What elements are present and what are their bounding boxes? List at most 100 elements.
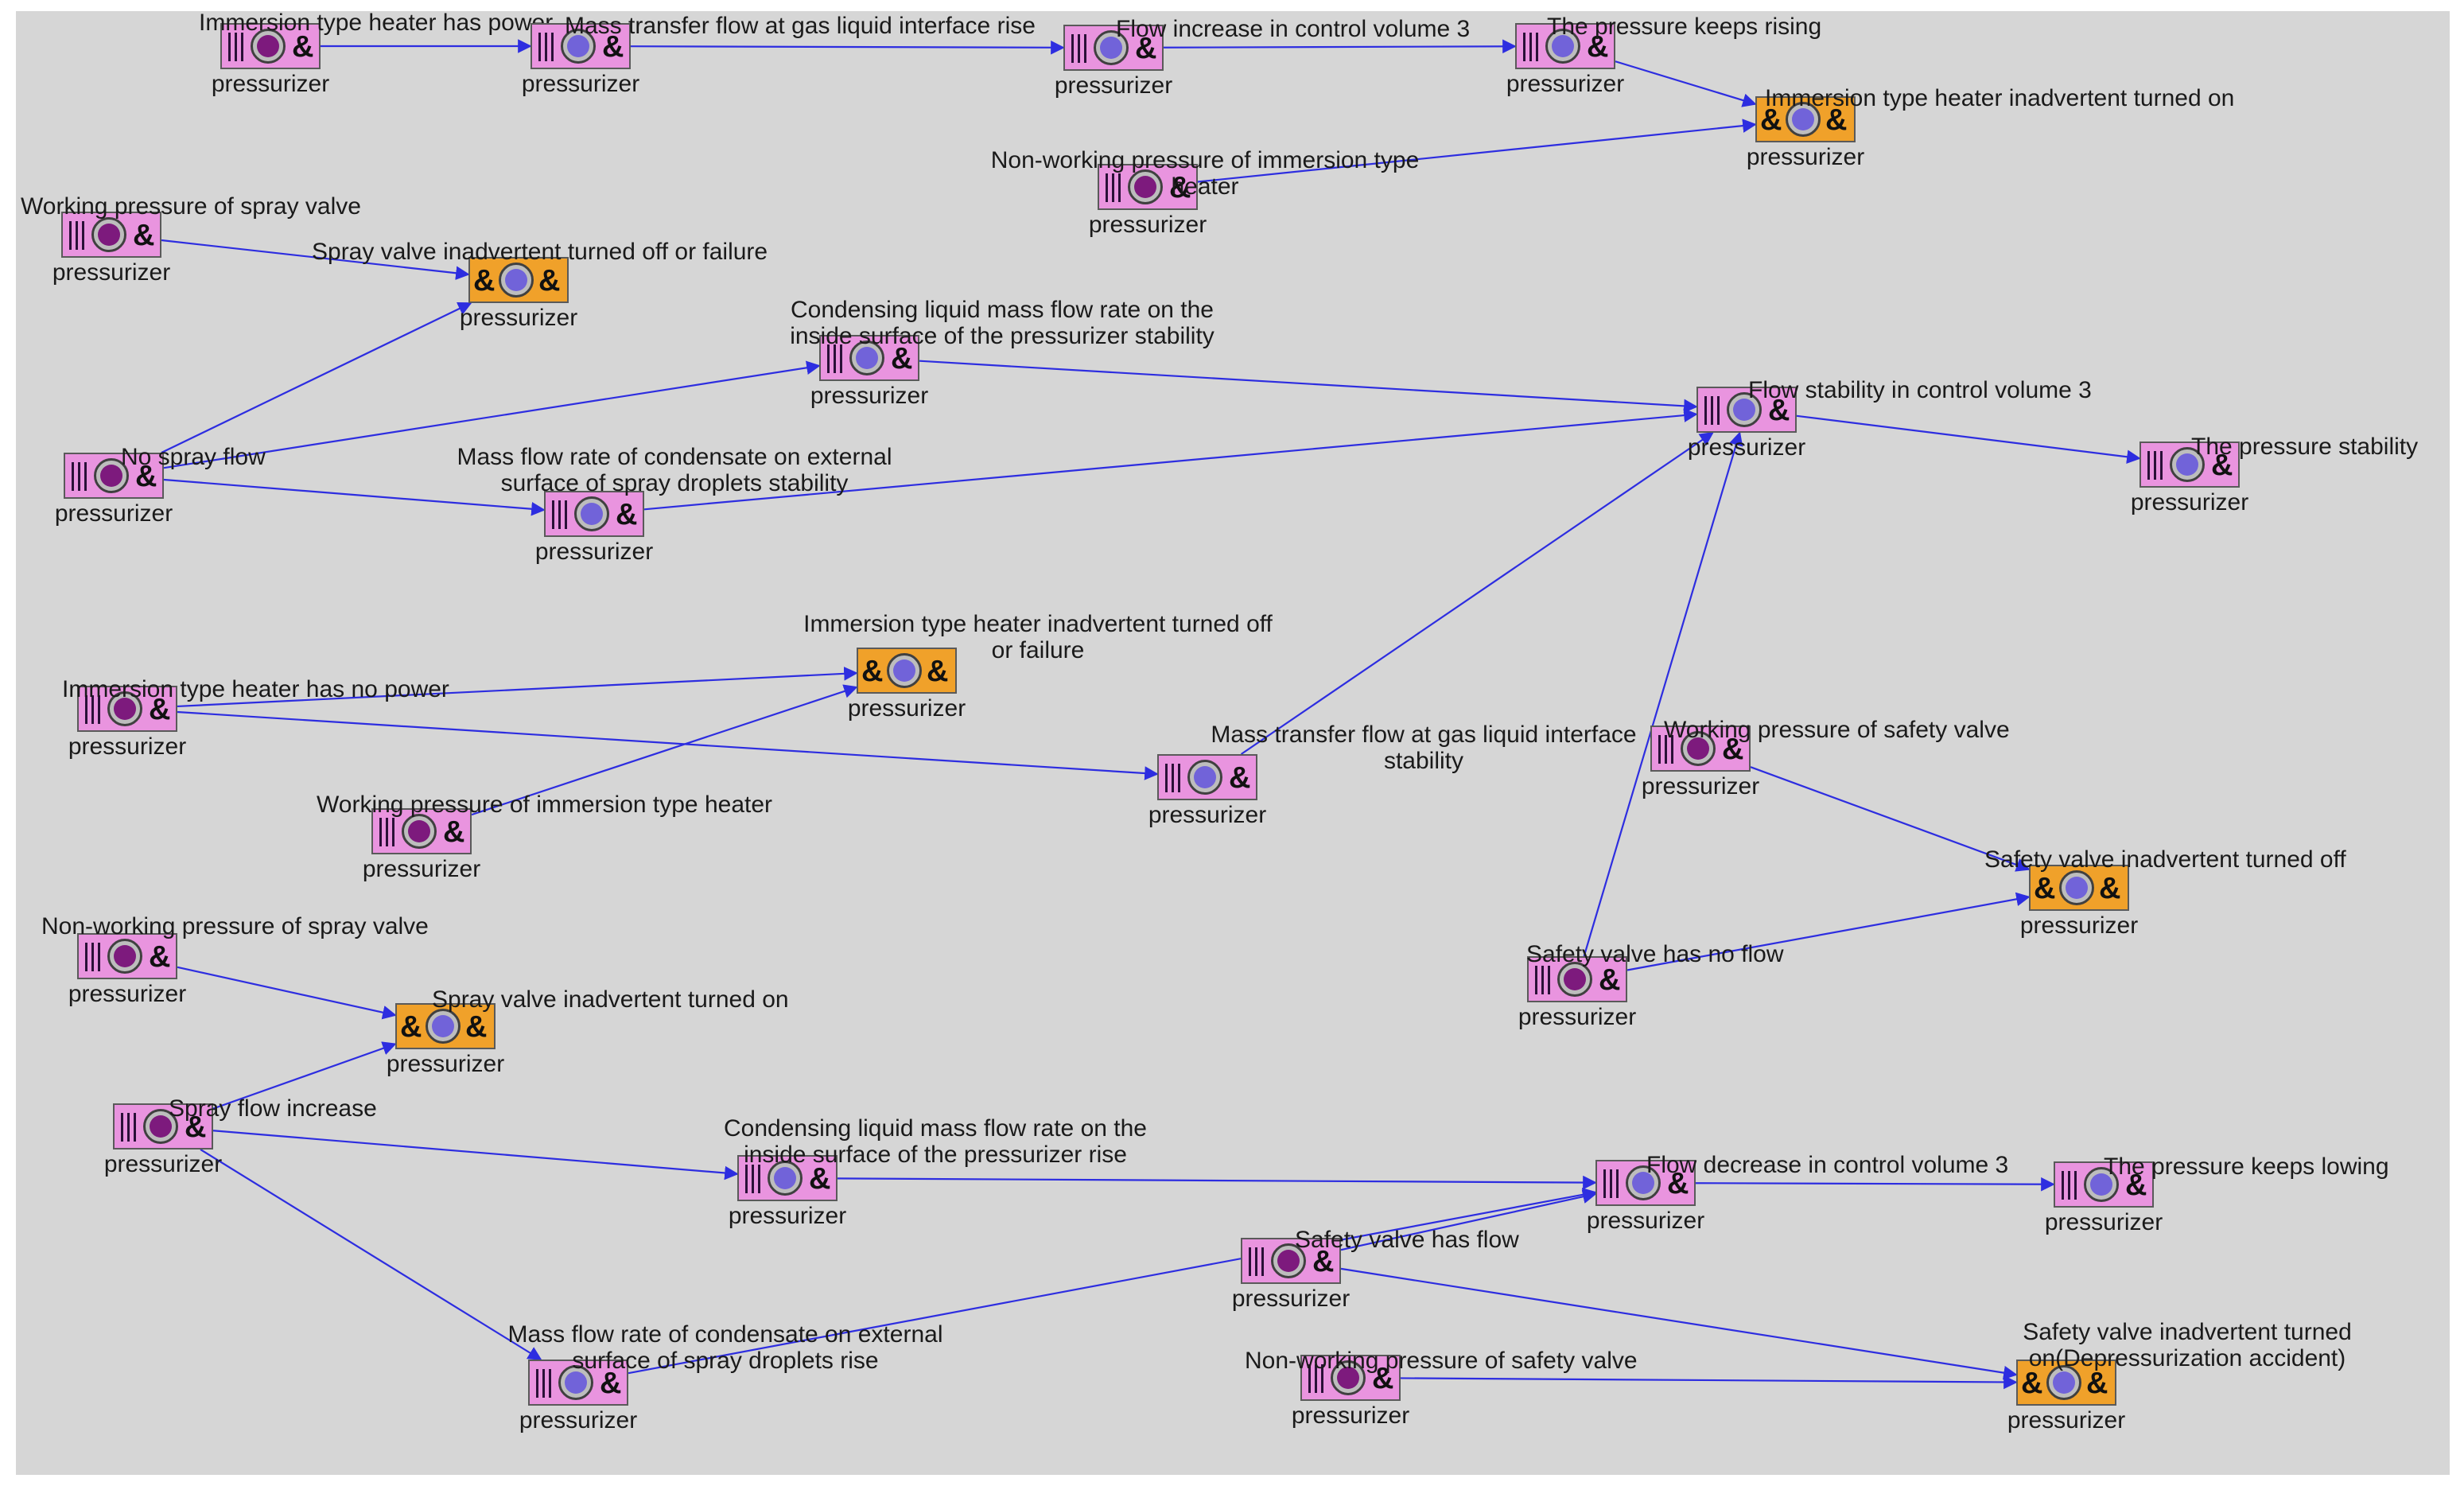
node-caption-n20: pressurizer bbox=[68, 981, 187, 1007]
gate-node-n5[interactable]: && bbox=[1755, 96, 1856, 142]
gate-node-n30[interactable]: && bbox=[2016, 1360, 2116, 1406]
node-caption-n12: pressurizer bbox=[1687, 434, 1806, 461]
basic-event-node-n1[interactable]: & bbox=[220, 23, 321, 69]
basic-event-node-n13[interactable]: & bbox=[2139, 442, 2240, 488]
node-title-n22: Spray valve inadvertent turned on bbox=[432, 986, 789, 1013]
node-title-n30: Safety valve inadvertent turned bbox=[2023, 1319, 2352, 1345]
and-gate-icon: & bbox=[1169, 171, 1191, 204]
node-title-n21: Safety valve has no flow bbox=[1526, 941, 1784, 967]
and-gate-icon: & bbox=[809, 1162, 831, 1196]
and-gate-icon: & bbox=[1229, 761, 1251, 795]
basic-event-node-n11[interactable]: & bbox=[544, 491, 644, 537]
basic-event-node-n24[interactable]: & bbox=[737, 1155, 838, 1201]
and-gate-icon: & bbox=[149, 693, 171, 726]
parallel-bars-icon bbox=[2062, 1171, 2081, 1200]
state-circle-icon bbox=[499, 263, 534, 298]
gate-node-n8[interactable]: && bbox=[468, 257, 569, 303]
basic-event-node-n16[interactable]: & bbox=[1157, 754, 1257, 800]
node-title-n16: Mass transfer flow at gas liquid interfa… bbox=[1211, 722, 1637, 748]
and-gate-icon: & bbox=[1587, 30, 1609, 64]
parallel-bars-icon bbox=[379, 818, 398, 846]
node-title-n16: stability bbox=[1383, 748, 1464, 774]
node-caption-n15: pressurizer bbox=[68, 733, 187, 760]
and-gate-right-icon: & bbox=[465, 1010, 488, 1044]
and-gate-icon: & bbox=[602, 30, 624, 64]
and-gate-icon: & bbox=[2125, 1169, 2147, 1202]
node-caption-n21: pressurizer bbox=[1518, 1004, 1637, 1030]
basic-event-node-n26[interactable]: & bbox=[2054, 1161, 2154, 1208]
gate-node-n19[interactable]: && bbox=[2029, 865, 2129, 911]
node-caption-n29: pressurizer bbox=[1291, 1402, 1410, 1429]
basic-event-node-n18[interactable]: & bbox=[371, 808, 472, 854]
node-caption-n16: pressurizer bbox=[1148, 802, 1267, 828]
parallel-bars-icon bbox=[1523, 33, 1542, 61]
basic-event-node-n7[interactable]: & bbox=[61, 212, 161, 258]
basic-event-node-n17[interactable]: & bbox=[1650, 725, 1751, 772]
parallel-bars-icon bbox=[1603, 1169, 1623, 1198]
node-title-n11: surface of spray droplets stability bbox=[500, 470, 849, 496]
parallel-bars-icon bbox=[85, 695, 104, 724]
node-title-n1: Immersion type heater has power bbox=[199, 10, 554, 36]
and-gate-icon: & bbox=[1372, 1362, 1394, 1395]
state-circle-icon bbox=[2046, 1365, 2081, 1400]
gate-node-n22[interactable]: && bbox=[395, 1003, 496, 1049]
and-gate-left-icon: & bbox=[400, 1010, 422, 1044]
node-caption-n14: pressurizer bbox=[847, 695, 966, 722]
state-circle-icon bbox=[107, 939, 142, 974]
gate-node-n14[interactable]: && bbox=[857, 648, 957, 694]
parallel-bars-icon bbox=[745, 1165, 764, 1193]
parallel-bars-icon bbox=[1704, 396, 1724, 425]
and-gate-icon: & bbox=[616, 498, 638, 531]
node-title-n23: Spray flow increase bbox=[169, 1095, 377, 1122]
state-circle-icon bbox=[426, 1009, 461, 1044]
state-circle-icon bbox=[561, 29, 596, 64]
node-title-n18: Working pressure of immersion type heate… bbox=[317, 792, 773, 818]
parallel-bars-icon bbox=[1658, 735, 1677, 764]
parallel-bars-icon bbox=[69, 221, 88, 250]
state-circle-icon bbox=[768, 1161, 803, 1196]
and-gate-icon: & bbox=[292, 30, 314, 64]
basic-event-node-n28[interactable]: & bbox=[528, 1360, 628, 1406]
basic-event-node-n25[interactable]: & bbox=[1595, 1160, 1696, 1206]
node-title-n19: Safety valve inadvertent turned off bbox=[1984, 846, 2346, 873]
and-gate-icon: & bbox=[133, 219, 155, 252]
node-title-n28: Mass flow rate of condensate on external bbox=[507, 1321, 943, 1348]
node-caption-n3: pressurizer bbox=[1054, 72, 1173, 99]
and-gate-icon: & bbox=[1667, 1167, 1689, 1200]
state-circle-icon bbox=[143, 1109, 178, 1144]
basic-event-node-n9[interactable]: & bbox=[819, 335, 919, 381]
state-circle-icon bbox=[91, 217, 126, 252]
basic-event-node-n27[interactable]: & bbox=[1241, 1238, 1341, 1284]
node-title-n3: Flow increase in control volume 3 bbox=[1116, 16, 1471, 42]
state-circle-icon bbox=[558, 1365, 593, 1400]
state-circle-icon bbox=[1727, 392, 1762, 427]
state-circle-icon bbox=[1626, 1165, 1661, 1200]
basic-event-node-n4[interactable]: & bbox=[1515, 23, 1615, 69]
basic-event-node-n21[interactable]: & bbox=[1527, 956, 1627, 1002]
and-gate-right-icon: & bbox=[1825, 103, 1848, 137]
node-title-n12: Flow stability in control volume 3 bbox=[1748, 377, 2092, 403]
basic-event-node-n6[interactable]: & bbox=[1098, 164, 1198, 210]
and-gate-icon: & bbox=[185, 1111, 207, 1144]
state-circle-icon bbox=[251, 29, 286, 64]
basic-event-node-n20[interactable]: & bbox=[77, 933, 177, 979]
node-title-n28: surface of spray droplets rise bbox=[572, 1348, 879, 1374]
state-circle-icon bbox=[1094, 30, 1129, 65]
basic-event-node-n23[interactable]: & bbox=[113, 1103, 213, 1150]
state-circle-icon bbox=[107, 691, 142, 726]
node-caption-n22: pressurizer bbox=[386, 1051, 505, 1077]
node-caption-n1: pressurizer bbox=[211, 71, 330, 97]
state-circle-icon bbox=[94, 458, 129, 493]
basic-event-node-n2[interactable]: & bbox=[530, 23, 631, 69]
basic-event-node-n29[interactable]: & bbox=[1300, 1355, 1401, 1401]
state-circle-icon bbox=[1545, 29, 1580, 64]
basic-event-node-n12[interactable]: & bbox=[1696, 387, 1797, 433]
basic-event-node-n15[interactable]: & bbox=[77, 686, 177, 732]
node-caption-n19: pressurizer bbox=[2019, 912, 2139, 939]
parallel-bars-icon bbox=[121, 1113, 140, 1142]
and-gate-icon: & bbox=[1135, 32, 1157, 65]
state-circle-icon bbox=[887, 653, 922, 688]
basic-event-node-n10[interactable]: & bbox=[64, 453, 164, 499]
node-title-n6: Non-working pressure of immersion type bbox=[990, 147, 1420, 173]
basic-event-node-n3[interactable]: & bbox=[1063, 25, 1164, 71]
